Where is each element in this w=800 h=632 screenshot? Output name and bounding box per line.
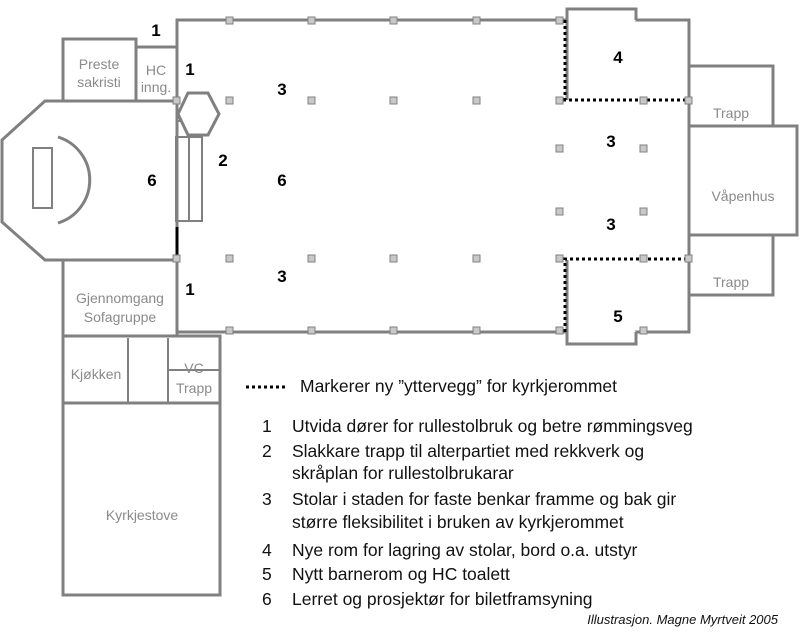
column	[225, 326, 234, 335]
legend-item-text: skråplan for rullestolbrukarar	[292, 463, 514, 483]
columns	[172, 16, 693, 335]
column	[639, 207, 648, 216]
marker-3-right-lower: 3	[606, 215, 615, 234]
column	[225, 254, 234, 263]
altar-table	[32, 147, 53, 209]
vapenhus	[687, 124, 799, 237]
stair-rail-right	[188, 136, 203, 222]
column	[389, 96, 398, 105]
altar-arc	[57, 135, 92, 225]
legend-item-number: 5	[262, 564, 272, 584]
marker-3-right-upper: 3	[606, 132, 615, 151]
column	[684, 254, 693, 263]
column	[472, 96, 481, 105]
legend: Markerer ny ”yttervegg” for kyrkjerommet…	[246, 376, 786, 616]
marker-1-bottom: 1	[185, 280, 194, 299]
column	[389, 326, 398, 335]
column	[172, 254, 181, 263]
label-wc: VC	[184, 360, 203, 376]
column	[639, 326, 648, 335]
column	[307, 254, 316, 263]
label-preste-line1: Preste	[79, 56, 120, 72]
dotted-line-icon	[246, 385, 286, 389]
column	[307, 16, 316, 25]
column	[225, 16, 234, 25]
legend-item-text: Lerret og prosjektør for biletframsyning	[292, 589, 593, 609]
column	[555, 326, 564, 335]
label-trapp-bottom: Trapp	[713, 274, 749, 290]
legend-item-text: Stolar i staden for faste benkar framme …	[292, 489, 677, 509]
gjennomgang	[61, 258, 179, 338]
label-gjennomgang-line1: Gjennomgang	[76, 290, 164, 306]
marker-6-left: 6	[147, 171, 156, 190]
dotted-wall-top	[563, 20, 690, 102]
marker-3-lower: 3	[277, 267, 286, 286]
column	[555, 254, 564, 263]
column	[307, 96, 316, 105]
marker-4: 4	[613, 48, 623, 67]
column	[639, 144, 648, 153]
pulpit	[176, 91, 221, 137]
column	[639, 254, 648, 263]
legend-item-number: 6	[262, 589, 272, 609]
label-kyrkjestove: Kyrkjestove	[106, 507, 179, 523]
legend-dotted-row: Markerer ny ”yttervegg” for kyrkjerommet	[246, 376, 786, 398]
marker-1-hc: 1	[185, 60, 194, 79]
column	[555, 96, 564, 105]
marker-2: 2	[218, 151, 227, 170]
room-4-wall	[565, 7, 638, 100]
marker-5: 5	[613, 307, 622, 326]
label-gjennomgang-line2: Sofagruppe	[84, 309, 157, 325]
room-5-wall	[565, 260, 638, 346]
legend-item-text: Nye rom for lagring av stolar, bord o.a.…	[292, 540, 638, 560]
legend-item-number: 1	[262, 416, 272, 436]
column	[225, 96, 234, 105]
column	[172, 96, 181, 105]
dotted-wall-bottom	[563, 257, 690, 332]
label-kjokken: Kjøkken	[71, 366, 122, 382]
column	[555, 16, 564, 25]
label-preste-line2: sakristi	[77, 74, 121, 90]
label-hc-line1: HC	[146, 62, 166, 78]
legend-dotted-text: Markerer ny ”yttervegg” for kyrkjerommet	[300, 376, 618, 396]
marker-1-top: 1	[151, 21, 160, 40]
label-trapp-top: Trapp	[713, 105, 749, 121]
column	[389, 16, 398, 25]
legend-item-number: 3	[262, 489, 272, 509]
legend-item-number: 2	[262, 441, 272, 461]
legend-item-number: 4	[262, 540, 272, 560]
marker-6-center: 6	[277, 171, 286, 190]
column	[472, 16, 481, 25]
column	[555, 207, 564, 216]
column	[639, 96, 648, 105]
legend-item-text: Slakkare trapp til alterpartiet med rekk…	[292, 441, 645, 461]
column	[555, 144, 564, 153]
nave	[175, 18, 691, 334]
legend-item-text: Utvida dører for rullestolbruk og betre …	[292, 416, 693, 436]
stair-top	[687, 64, 775, 128]
marker-3-upper: 3	[277, 80, 286, 99]
column	[684, 96, 693, 105]
label-trapp-small: Trapp	[176, 380, 212, 396]
stair-bottom	[687, 233, 775, 297]
legend-item-text: større fleksibilitet i bruken av kyrkjer…	[292, 512, 624, 532]
label-hc-line2: inng.	[141, 79, 171, 95]
credit: Illustrasjon. Magne Myrtveit 2005	[587, 612, 778, 627]
column	[389, 254, 398, 263]
column	[307, 326, 316, 335]
kyrkjestove	[61, 401, 222, 597]
label-vapenhus: Våpenhus	[711, 188, 774, 204]
column	[472, 326, 481, 335]
legend-item-text: Nytt barnerom og HC toalett	[292, 564, 510, 584]
column	[472, 254, 481, 263]
